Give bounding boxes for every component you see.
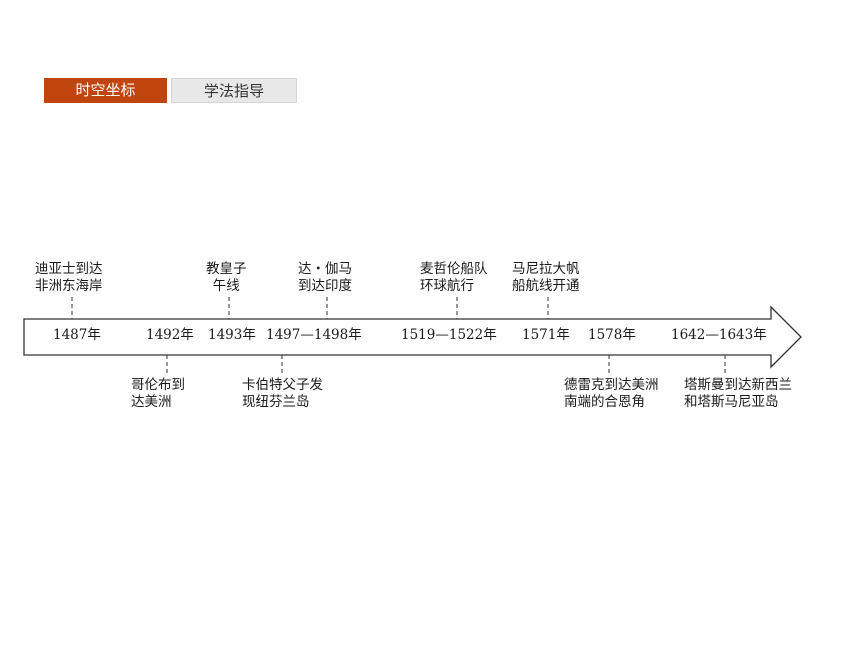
event-manila-galleon: 马尼拉大帆 船航线开通 — [512, 261, 580, 295]
timeline-arrow — [23, 305, 802, 369]
year-label: 1519—1522年 — [401, 327, 497, 343]
event-text: 塔斯曼到达新西兰 — [684, 377, 792, 393]
event-dias: 迪亚士到达 非洲东海岸 — [35, 261, 103, 295]
event-da-gama: 达・伽马 到达印度 — [298, 261, 352, 295]
event-tasman: 塔斯曼到达新西兰 和塔斯马尼亚岛 — [684, 377, 792, 411]
event-text: 船航线开通 — [512, 278, 580, 294]
event-papal-line: 教皇子 午线 — [206, 261, 247, 295]
event-text: 环球航行 — [420, 278, 474, 294]
event-text: 南端的合恩角 — [564, 394, 645, 410]
event-text: 到达印度 — [298, 278, 352, 294]
year-label: 1493年 — [208, 327, 256, 343]
year-label: 1497—1498年 — [266, 327, 362, 343]
event-text: 德雷克到达美洲 — [564, 377, 659, 393]
connector-lines — [71, 297, 726, 375]
event-text: 午线 — [212, 278, 240, 294]
event-text: 哥伦布到 — [131, 377, 185, 393]
year-label: 1487年 — [53, 327, 101, 343]
tab-spacetime-coordinates[interactable]: 时空坐标 — [44, 78, 167, 103]
event-text: 教皇子 — [206, 261, 247, 277]
event-text: 马尼拉大帆 — [512, 261, 580, 277]
event-text: 和塔斯马尼亚岛 — [684, 394, 779, 410]
year-label: 1642—1643年 — [671, 327, 767, 343]
tab-study-guide[interactable]: 学法指导 — [171, 78, 297, 103]
event-text: 卡伯特父子发 — [242, 377, 323, 393]
event-text: 麦哲伦船队 — [420, 261, 488, 277]
event-columbus: 哥伦布到 达美洲 — [131, 377, 185, 411]
tab-bar: 时空坐标 学法指导 — [44, 78, 297, 103]
event-text: 现纽芬兰岛 — [242, 394, 310, 410]
event-magellan: 麦哲伦船队 环球航行 — [420, 261, 488, 295]
event-text: 达美洲 — [131, 394, 172, 410]
event-cabot: 卡伯特父子发 现纽芬兰岛 — [242, 377, 323, 411]
event-text: 达・伽马 — [298, 261, 352, 277]
event-text: 非洲东海岸 — [35, 278, 103, 294]
year-label: 1492年 — [146, 327, 194, 343]
event-text: 迪亚士到达 — [35, 261, 103, 277]
year-label: 1578年 — [588, 327, 636, 343]
event-drake: 德雷克到达美洲 南端的合恩角 — [564, 377, 659, 411]
year-label: 1571年 — [522, 327, 570, 343]
